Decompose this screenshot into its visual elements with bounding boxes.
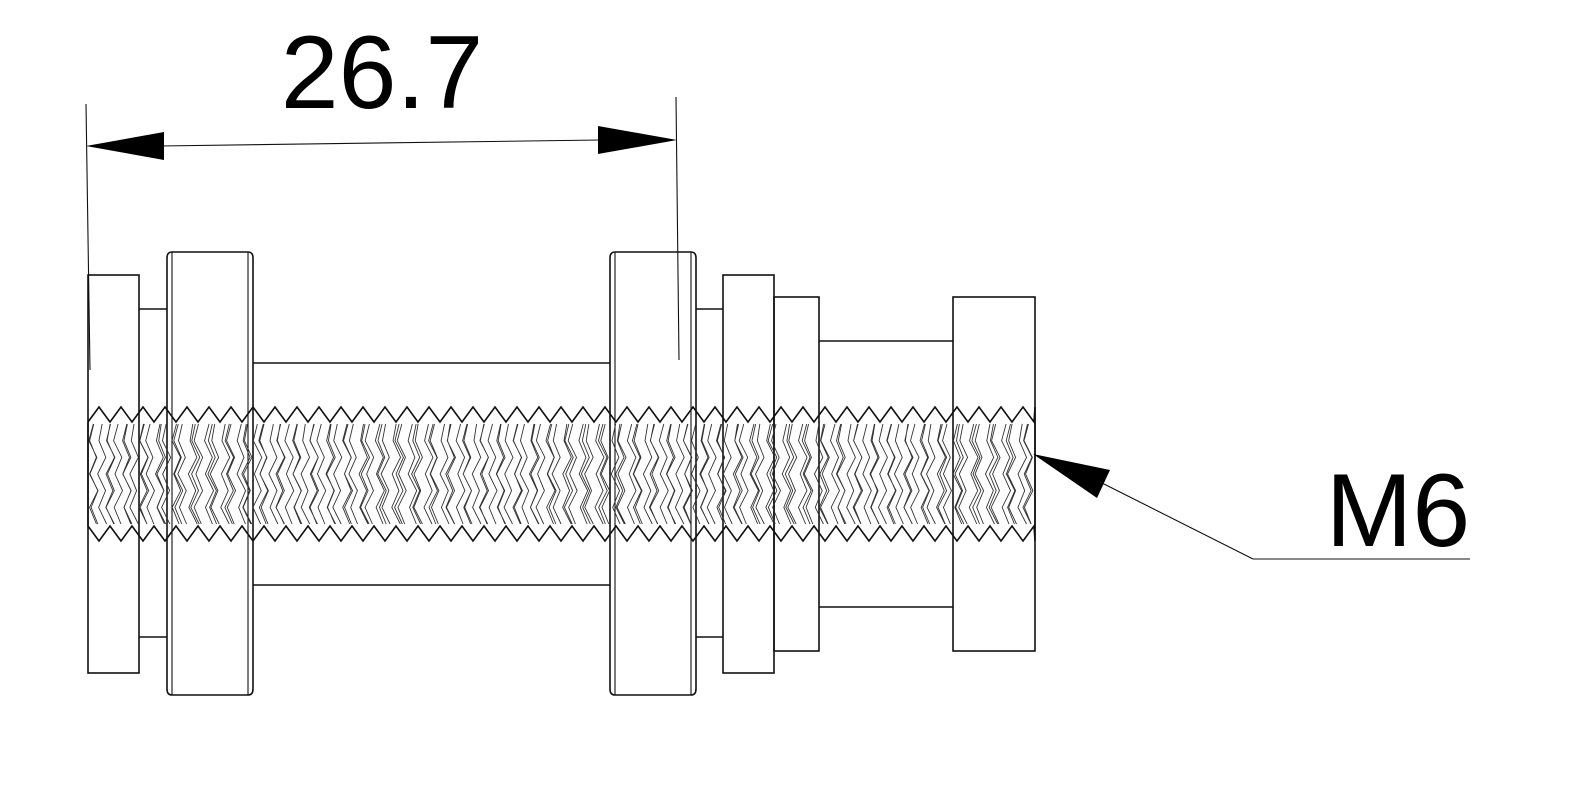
thread-crest-top — [87, 405, 1036, 425]
dimension-value: 26.7 — [281, 15, 483, 131]
end-nut — [952, 296, 1036, 652]
thread-crest-bottom — [87, 523, 1036, 543]
dimension-arrow-left — [86, 132, 164, 160]
sleeve-body — [253, 362, 610, 586]
washer-left — [87, 274, 140, 674]
dimension-arrow-right — [598, 126, 677, 154]
neck — [819, 340, 953, 608]
callout-label: M6 — [1326, 453, 1470, 569]
nut-left — [166, 251, 254, 696]
threaded-rod — [87, 405, 1036, 543]
spacer-left — [139, 308, 167, 638]
extension-line-right — [675, 96, 680, 361]
washer-left-body — [87, 274, 140, 674]
dimension-line — [159, 139, 601, 147]
nut-right — [609, 251, 697, 696]
callout-leader — [1099, 481, 1254, 560]
thread-hatch — [88, 423, 1034, 525]
callout-arrow — [1033, 454, 1110, 498]
thread-callout: M6 — [1033, 453, 1470, 569]
collar — [773, 296, 820, 652]
length-dimension: 26.7 — [85, 15, 680, 371]
extension-line-left — [85, 103, 91, 371]
spacer-right — [696, 308, 723, 638]
